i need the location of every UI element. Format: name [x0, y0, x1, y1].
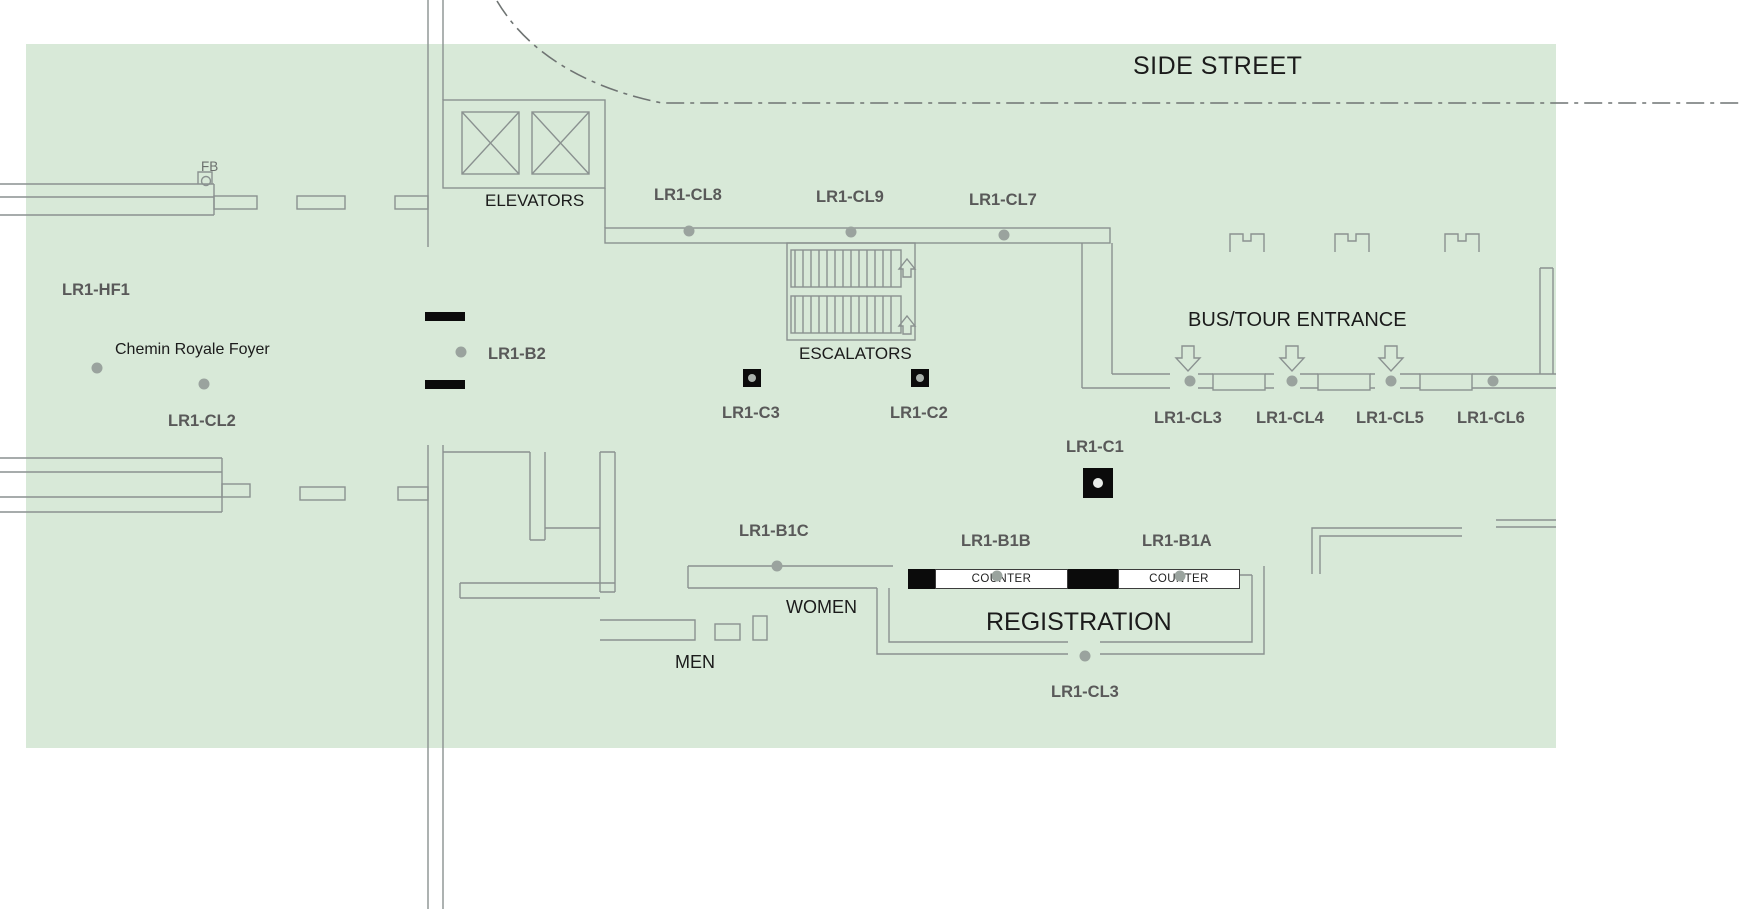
women-label: WOMEN [786, 597, 857, 617]
label-lr1-cl6: LR1-CL6 [1457, 409, 1525, 427]
label-lr1-c2: LR1-C2 [890, 404, 948, 422]
label-lr1-b2: LR1-B2 [488, 345, 546, 363]
registration-counter: COUNTER COUNTER [908, 569, 1240, 589]
registration-label: REGISTRATION [986, 608, 1172, 636]
label-lr1-hf1: LR1-HF1 [62, 281, 130, 299]
label-lr1-b1b: LR1-B1B [961, 532, 1031, 550]
label-lr1-cl2: LR1-CL2 [168, 412, 236, 430]
counter-black-segment [1068, 569, 1118, 589]
label-lr1-cl8: LR1-CL8 [654, 186, 722, 204]
escalators-label: ESCALATORS [799, 344, 912, 363]
elevators-label: ELEVATORS [485, 191, 585, 210]
label-lr1-cl5: LR1-CL5 [1356, 409, 1424, 427]
men-label: MEN [675, 652, 715, 672]
fb-label: FB [201, 159, 219, 174]
foyer-name-label: Chemin Royale Foyer [115, 341, 270, 358]
label-lr1-cl7: LR1-CL7 [969, 191, 1037, 209]
label-lr1-b1a: LR1-B1A [1142, 532, 1212, 550]
side-street-label: SIDE STREET [1133, 52, 1303, 80]
label-lr1-b1c: LR1-B1C [739, 522, 809, 540]
label-lr1-cl4: LR1-CL4 [1256, 409, 1324, 427]
bus-tour-entrance-label: BUS/TOUR ENTRANCE [1188, 309, 1407, 331]
label-lr1-cl3-right: LR1-CL3 [1154, 409, 1222, 427]
counter-black-segment [908, 569, 935, 589]
floor-area [26, 44, 1556, 748]
label-lr1-c3: LR1-C3 [722, 404, 780, 422]
label-lr1-c1: LR1-C1 [1066, 438, 1124, 456]
counter-right-label: COUNTER [1118, 569, 1240, 589]
counter-left-label: COUNTER [935, 569, 1068, 589]
label-lr1-cl3-bottom: LR1-CL3 [1051, 683, 1119, 701]
label-lr1-cl9: LR1-CL9 [816, 188, 884, 206]
